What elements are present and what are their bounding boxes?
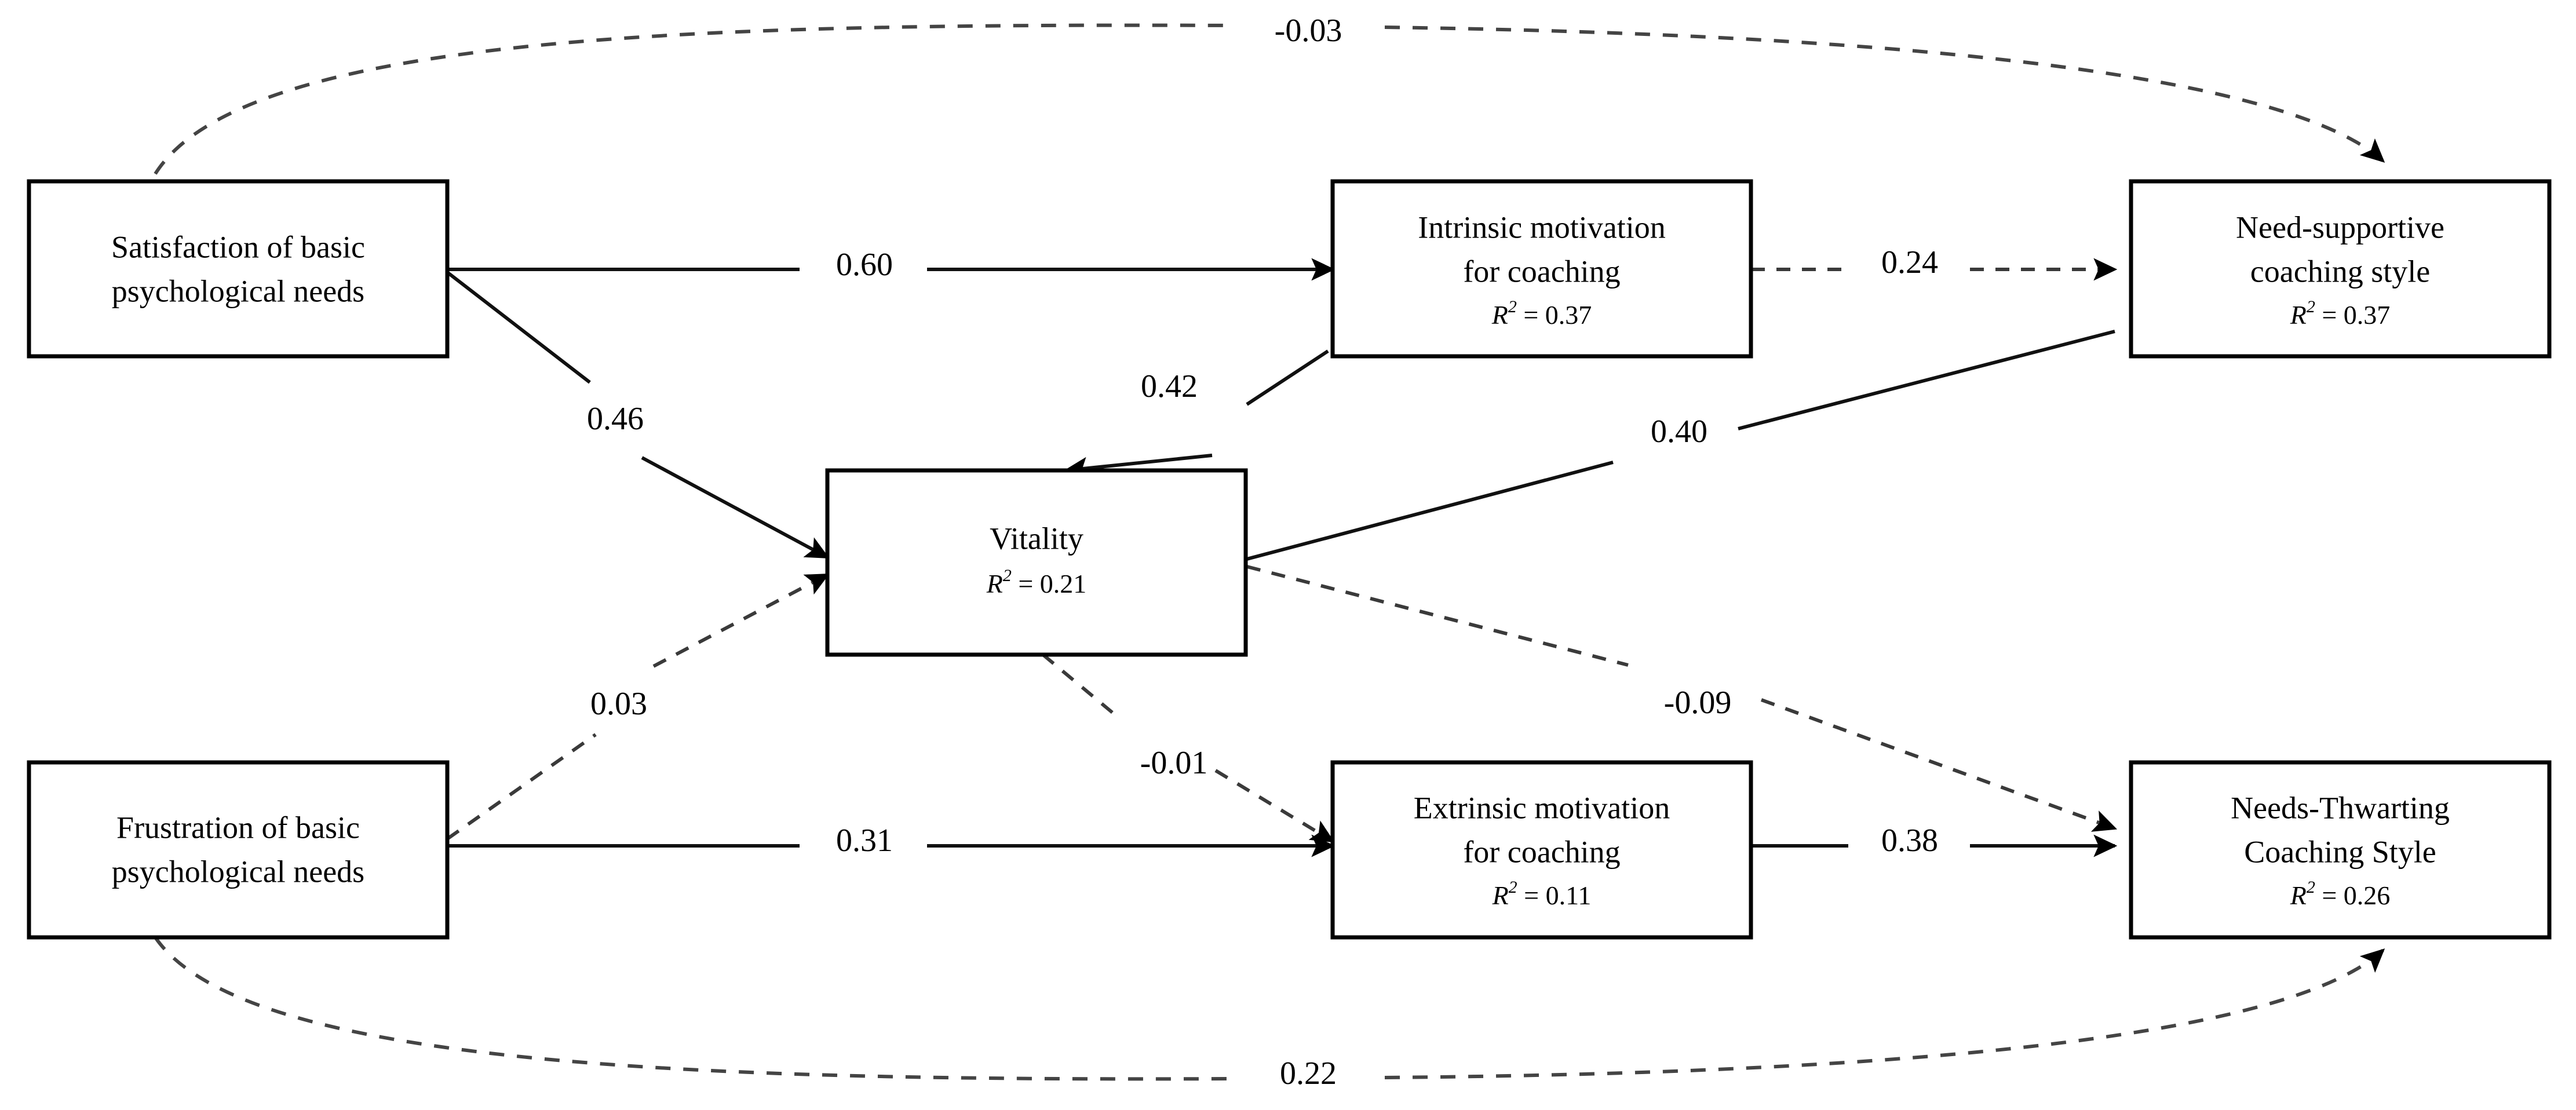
node-r2-exponent-need-supportive: 2 <box>2307 297 2315 316</box>
node-box-frustration[interactable] <box>27 760 450 940</box>
edge-curve-bottom-left-segment <box>154 936 1235 1081</box>
node-r2-space-need-supportive <box>2315 300 2322 330</box>
node-frustration-of-basic-psychological-needs[interactable]: Frustration of basic psychological needs <box>27 760 450 940</box>
node-r2-symbol-vitality: R <box>986 569 1003 598</box>
edge-label-0-38: 0.38 <box>1881 823 1938 859</box>
node-r2-equals-need-supportive: = 0.37 <box>2322 300 2390 330</box>
edge-label-0-42: 0.42 <box>1141 368 1198 404</box>
edge-0-40-upper-segment <box>1738 330 2115 430</box>
node-label-extrinsic-line1: Extrinsic motivation <box>1414 790 1670 825</box>
node-r2-vitality: R2 = 0.21 <box>986 566 1087 598</box>
edge-0-46-upper-segment <box>446 271 591 384</box>
edge-frustration-to-extrinsic: 0.31 <box>447 823 1336 859</box>
node-r2-value-intrinsic <box>1517 300 1524 330</box>
node-label-extrinsic-line2: for coaching <box>1463 834 1620 869</box>
edge-curve-bottom-right-segment <box>1384 948 2385 1079</box>
node-box-satisfaction[interactable] <box>27 179 450 359</box>
edge-intrinsic-to-need-supportive: 0.24 <box>1751 244 2118 281</box>
edge-intrinsic-to-vitality: 0.42 <box>1063 349 1329 480</box>
edge-0-46-lower-segment <box>641 456 830 559</box>
edge-label-0-46: 0.46 <box>587 401 644 437</box>
edge-satisfaction-to-vitality: 0.46 <box>446 271 830 559</box>
edge-neg-0-01-upper-segment <box>1042 653 1114 714</box>
edge-0-42-upper-segment <box>1246 349 1329 406</box>
node-r2-space-vitality <box>1012 569 1019 598</box>
node-extrinsic-motivation-for-coaching[interactable]: Extrinsic motivation for coaching R2 = 0… <box>1330 760 1753 940</box>
edge-vitality-to-needs-thwarting: -0.09 <box>1246 565 2118 832</box>
node-box-needs-thwarting[interactable] <box>2129 760 2552 940</box>
edge-frustration-to-vitality: 0.03 <box>446 573 830 841</box>
node-satisfaction-of-basic-psychological-needs[interactable]: Satisfaction of basic psychological need… <box>27 179 450 359</box>
node-r2-intrinsic: R2 = 0.37 <box>1491 297 1592 330</box>
node-label-need-supportive-line2: coaching style <box>2250 254 2430 289</box>
edge-0-03-lower-segment <box>446 733 597 841</box>
node-need-supportive-coaching-style[interactable]: Need-supportive coaching style R2 = 0.37 <box>2129 179 2552 359</box>
edge-vitality-to-extrinsic: -0.01 <box>1042 653 1335 843</box>
edge-satisfaction-to-need-supportive: -0.03 <box>154 13 2385 175</box>
node-r2-equals-intrinsic: = 0.37 <box>1523 300 1592 330</box>
node-label-intrinsic-line1: Intrinsic motivation <box>1418 210 1665 244</box>
edge-curve-right-segment <box>1384 25 2385 163</box>
node-label-need-supportive-line1: Need-supportive <box>2236 210 2444 244</box>
node-r2-equals-extrinsic: = 0.11 <box>1524 881 1591 910</box>
edge-frustration-to-needs-thwarting: 0.22 <box>154 936 2385 1091</box>
node-box-need-supportive[interactable] <box>2129 179 2552 359</box>
node-label-frustration-line2: psychological needs <box>112 854 364 889</box>
node-intrinsic-motivation-for-coaching[interactable]: Intrinsic motivation for coaching R2 = 0… <box>1330 179 1753 359</box>
node-r2-equals-needs-thwarting: = 0.26 <box>2322 881 2390 910</box>
edge-0-40-lower-segment <box>1246 461 1614 561</box>
node-box-intrinsic[interactable] <box>1330 179 1753 359</box>
edge-curve-left-segment <box>154 23 1235 175</box>
edge-label-0-40: 0.40 <box>1651 414 1707 450</box>
edge-neg-0-01-lower-segment <box>1214 769 1335 843</box>
edge-label-neg-0-09: -0.09 <box>1664 685 1732 721</box>
node-r2-space-needs-thwarting <box>2315 881 2322 910</box>
node-r2-exponent-intrinsic: 2 <box>1508 297 1517 316</box>
edge-vitality-to-need-supportive: 0.40 <box>1246 330 2115 561</box>
node-r2-need-supportive: R2 = 0.37 <box>2290 297 2391 330</box>
edge-label-0-22: 0.22 <box>1280 1056 1337 1091</box>
node-r2-exponent-extrinsic: 2 <box>1509 878 1517 897</box>
node-vitality[interactable]: Vitality R2 = 0.21 <box>825 468 1248 657</box>
edge-0-42-lower-segment <box>1063 454 1213 480</box>
edge-label-0-31: 0.31 <box>836 823 893 859</box>
node-r2-exponent-vitality: 2 <box>1003 566 1012 585</box>
edge-neg-0-09-lower-segment <box>1760 698 2118 832</box>
edge-label-neg-0-03: -0.03 <box>1275 13 1342 49</box>
node-r2-symbol-extrinsic: R <box>1492 881 1509 910</box>
node-label-vitality-line1: Vitality <box>990 521 1083 556</box>
edge-label-0-03: 0.03 <box>590 686 647 722</box>
node-r2-symbol-intrinsic: R <box>1491 300 1508 330</box>
node-label-satisfaction-line2: psychological needs <box>112 273 364 308</box>
node-label-intrinsic-line2: for coaching <box>1463 254 1620 289</box>
edge-satisfaction-to-intrinsic: 0.60 <box>447 247 1336 283</box>
node-r2-needs-thwarting: R2 = 0.26 <box>2290 878 2391 910</box>
edge-neg-0-09-upper-segment <box>1246 565 1629 667</box>
node-label-satisfaction-line1: Satisfaction of basic <box>111 229 365 264</box>
edge-label-0-60: 0.60 <box>836 247 893 283</box>
node-label-needs-thwarting-line2: Coaching Style <box>2244 834 2436 869</box>
node-label-frustration-line1: Frustration of basic <box>116 810 360 845</box>
node-r2-extrinsic: R2 = 0.11 <box>1492 878 1592 910</box>
edge-label-neg-0-01: -0.01 <box>1140 745 1208 781</box>
node-r2-symbol-needs-thwarting: R <box>2290 881 2307 910</box>
edge-extrinsic-to-needs-thwarting: 0.38 <box>1751 823 2118 859</box>
node-r2-equals-vitality: = 0.21 <box>1018 569 1086 598</box>
node-box-vitality[interactable] <box>825 468 1248 657</box>
node-r2-symbol-need-supportive: R <box>2290 300 2307 330</box>
node-r2-exponent-needs-thwarting: 2 <box>2307 878 2315 897</box>
node-label-needs-thwarting-line1: Needs-Thwarting <box>2231 790 2450 825</box>
edge-label-0-24: 0.24 <box>1881 244 1938 280</box>
node-r2-space-extrinsic <box>1517 881 1524 910</box>
node-needs-thwarting-coaching-style[interactable]: Needs-Thwarting Coaching Style R2 = 0.26 <box>2129 760 2552 940</box>
node-box-extrinsic[interactable] <box>1330 760 1753 940</box>
edge-0-03-upper-segment <box>652 573 830 668</box>
